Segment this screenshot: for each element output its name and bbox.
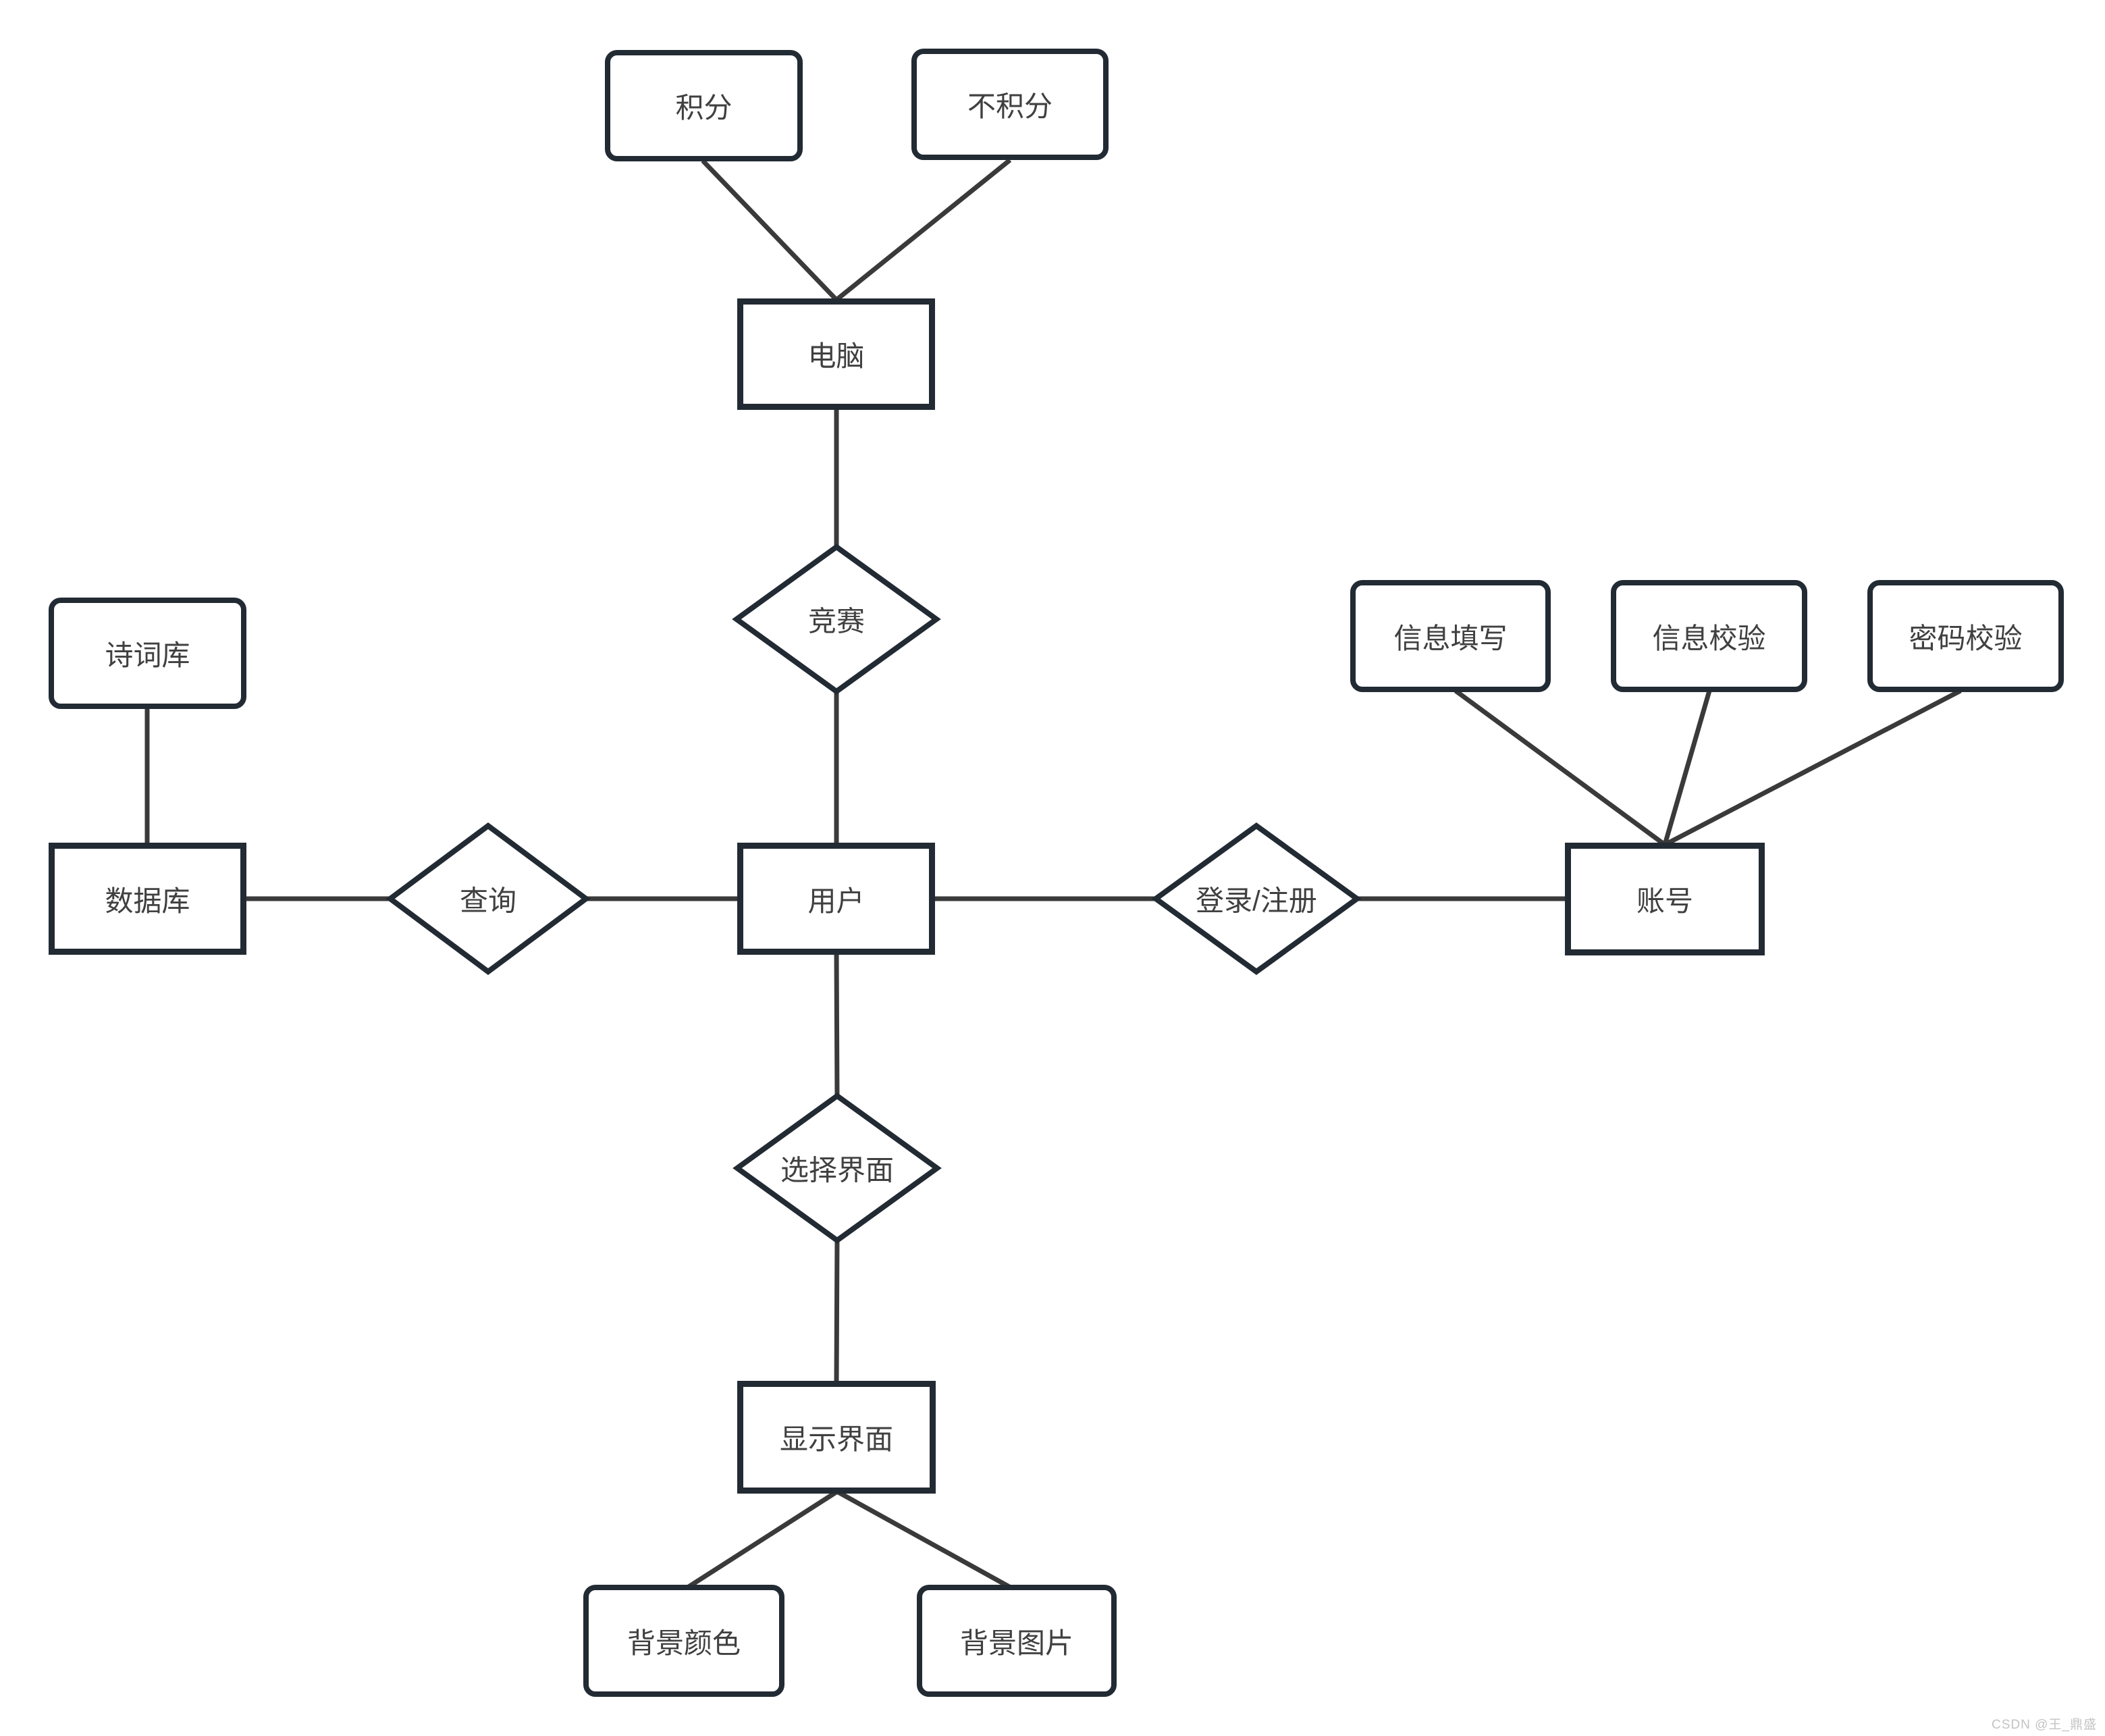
node-background-image-label: 背景图片: [959, 1627, 1073, 1659]
node-points: 积分: [605, 50, 803, 161]
relation-login-register-label: 登录/注册: [1196, 885, 1317, 917]
edge-user-selectinterface: [834, 952, 840, 1099]
node-database-label: 数据库: [105, 885, 190, 917]
node-points-label: 积分: [675, 92, 732, 124]
edge-infocheck-account: [1662, 690, 1712, 845]
edge-display-backgroundimage: [836, 1489, 1011, 1589]
node-user: 用户: [737, 843, 935, 955]
relation-select-interface-label: 选择界面: [780, 1154, 895, 1186]
node-no-points: 不积分: [911, 49, 1109, 160]
node-info-check-label: 信息校验: [1652, 622, 1766, 654]
node-account: 账号: [1565, 843, 1765, 955]
node-password-check-label: 密码校验: [1909, 622, 2023, 654]
node-no-points-label: 不积分: [967, 90, 1052, 122]
node-info-fill: 信息填写: [1350, 580, 1551, 692]
node-info-check: 信息校验: [1611, 580, 1807, 692]
relation-login-register-shape: [1151, 822, 1362, 975]
relation-competition-label: 竞赛: [807, 605, 865, 637]
edge-nopoints-computer: [834, 158, 1012, 302]
edge-selectinterface-display: [834, 1238, 840, 1384]
relation-select-interface-shape: [732, 1093, 942, 1244]
node-background-image: 背景图片: [917, 1585, 1117, 1697]
node-user-label: 用户: [807, 885, 865, 917]
relation-query-label: 查询: [459, 885, 517, 917]
node-poetry-library: 诗词库: [49, 598, 246, 709]
node-password-check: 密码校验: [1867, 580, 2064, 692]
edge-infofill-account: [1454, 689, 1667, 847]
node-database: 数据库: [49, 843, 246, 955]
relation-query-shape: [385, 822, 591, 975]
edge-points-computer: [701, 159, 838, 302]
node-background-color: 背景颜色: [583, 1585, 784, 1697]
node-poetry-library-label: 诗词库: [105, 639, 190, 671]
edge-display-backgroundcolor: [687, 1490, 838, 1589]
node-background-color-label: 背景颜色: [627, 1627, 741, 1659]
relation-competition-shape: [732, 544, 941, 695]
node-info-fill-label: 信息填写: [1393, 622, 1508, 654]
node-computer-label: 电脑: [807, 340, 865, 372]
node-account-label: 账号: [1636, 885, 1693, 917]
node-display-interface: 显示界面: [737, 1381, 936, 1494]
node-display-interface-label: 显示界面: [779, 1423, 893, 1455]
node-computer: 电脑: [737, 298, 935, 410]
edge-passwordcheck-account: [1663, 688, 1962, 847]
watermark: CSDN @王_鼎盛: [1992, 1718, 2097, 1732]
